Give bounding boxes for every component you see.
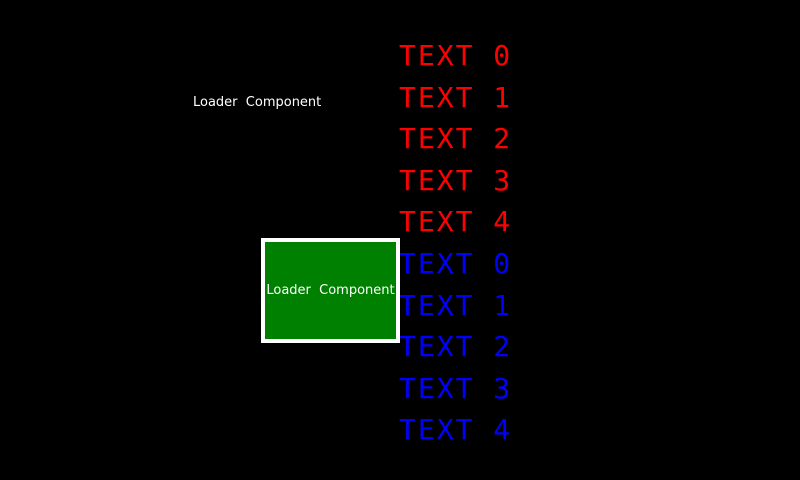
list-item: TEXT 4: [399, 413, 513, 447]
list-item: TEXT 2: [399, 330, 513, 364]
loader-component-label: Loader Component: [193, 95, 322, 110]
list-item: TEXT 4: [399, 205, 513, 239]
list-item: TEXT 0: [399, 246, 513, 280]
loader-component-widget-label: Loader Component: [266, 283, 395, 298]
text-list: TEXT 0 TEXT 1 TEXT 2 TEXT 3 TEXT 4 TEXT …: [399, 35, 512, 451]
list-item: TEXT 1: [399, 80, 513, 114]
list-item: TEXT 3: [399, 371, 513, 405]
list-item: TEXT 0: [399, 39, 513, 72]
loader-component-widget: Loader Component: [261, 238, 400, 343]
list-item: TEXT 2: [399, 122, 513, 156]
list-item: TEXT 3: [399, 163, 513, 197]
list-item: TEXT 1: [399, 288, 513, 322]
